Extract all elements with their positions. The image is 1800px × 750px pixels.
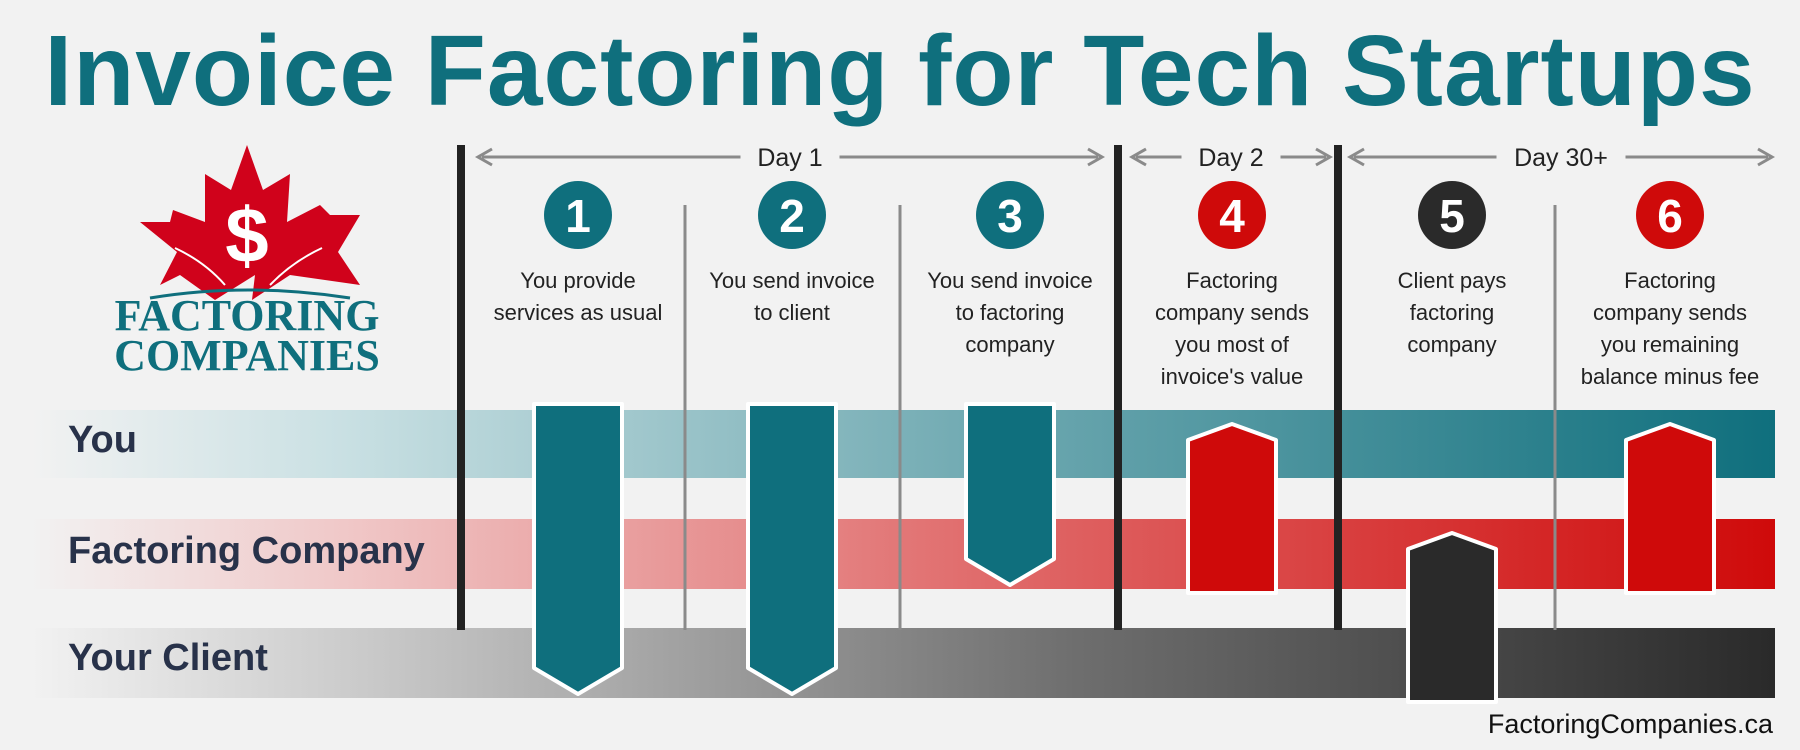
step-5-description-line: company [1407, 332, 1496, 357]
step-6-description-line: company sends [1593, 300, 1747, 325]
step-4-number: 4 [1219, 190, 1245, 242]
step-1-description-line: You provide [520, 268, 635, 293]
day-span-day-1: Day 1 [474, 144, 1106, 172]
lane-label-you: You [68, 419, 137, 461]
lane-label-your-client: Your Client [68, 637, 268, 679]
step-2-flow-arrow [746, 402, 838, 696]
lane-band-your-client [30, 628, 1775, 698]
step-4-description-line: you most of [1175, 332, 1290, 357]
step-4-description-line: invoice's value [1161, 364, 1303, 389]
logo-text-line1: FACTORING [115, 291, 380, 340]
step-2-description-line: to client [754, 300, 830, 325]
step-3-number: 3 [997, 190, 1023, 242]
step-5-flow-arrow [1406, 531, 1498, 704]
step-3-description-line: company [965, 332, 1054, 357]
step-2-number: 2 [779, 190, 805, 242]
lane-label-factoring-company: Factoring Company [68, 530, 425, 572]
step-5-description-line: Client pays [1398, 268, 1507, 293]
day-label-day-2: Day 2 [1198, 144, 1263, 172]
step-1-number: 1 [565, 190, 591, 242]
day-span-day-2: Day 2 [1128, 144, 1334, 172]
step-1-description-line: services as usual [494, 300, 663, 325]
arrow-right-icon [1315, 147, 1334, 167]
step-4-description-line: company sends [1155, 300, 1309, 325]
step-5-badge [1418, 181, 1486, 249]
day-label-day-1: Day 1 [757, 144, 822, 172]
step-4-flow-arrow [1186, 422, 1278, 595]
arrow-right-icon [1087, 147, 1106, 167]
step-6-flow-arrow [1624, 422, 1716, 595]
day-span-day-30: Day 30+ [1346, 144, 1776, 172]
step-3-description-line: You send invoice [927, 268, 1093, 293]
step-4-badge [1198, 181, 1266, 249]
step-1-flow-arrow [532, 402, 624, 696]
footer-url: FactoringCompanies.ca [1488, 709, 1774, 739]
step-6-badge [1636, 181, 1704, 249]
step-2-badge [758, 181, 826, 249]
arrow-right-icon [1757, 147, 1776, 167]
logo-dollar-sign: $ [225, 191, 268, 279]
step-3-badge [976, 181, 1044, 249]
step-6-description-line: you remaining [1601, 332, 1739, 357]
maple-leaf-icon [140, 145, 360, 300]
logo-text-line2: COMPANIES [114, 331, 380, 380]
arrow-left-icon [1128, 147, 1147, 167]
logo: $ FACTORING COMPANIES [114, 145, 380, 380]
step-1-badge [544, 181, 612, 249]
day-label-day-30: Day 30+ [1514, 144, 1608, 172]
step-6-number: 6 [1657, 190, 1683, 242]
lane-band-you [30, 410, 1775, 478]
step-5-description-line: factoring [1410, 300, 1494, 325]
step-2-description-line: You send invoice [709, 268, 875, 293]
page-title: Invoice Factoring for Tech Startups [44, 15, 1756, 127]
step-3-flow-arrow [964, 402, 1056, 587]
arrow-left-icon [474, 147, 493, 167]
step-6-description-line: balance minus fee [1581, 364, 1760, 389]
step-5-number: 5 [1439, 190, 1465, 242]
arrow-left-icon [1346, 147, 1365, 167]
step-4-description-line: Factoring [1186, 268, 1278, 293]
step-3-description-line: to factoring [956, 300, 1065, 325]
step-6-description-line: Factoring [1624, 268, 1716, 293]
